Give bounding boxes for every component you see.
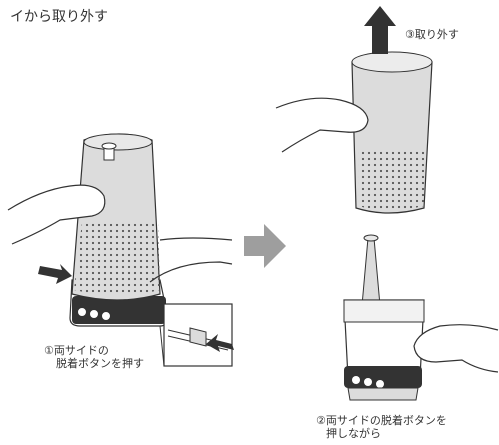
step3-caption: ③取り外す (405, 28, 459, 41)
hand-icon (413, 324, 499, 373)
speaker-icon (351, 51, 433, 214)
press-arrow-icon (38, 264, 72, 284)
step2-caption-line2: 押しながら (326, 427, 381, 440)
hand-icon (275, 97, 369, 153)
arrow-right-icon (244, 224, 286, 268)
stand-icon (343, 234, 425, 401)
release-button-icon (163, 303, 234, 367)
speaker-icon (69, 133, 169, 327)
step2-caption-line1: ②両サイドの脱着ボタンを (316, 414, 447, 427)
arrow-up-icon (364, 6, 396, 54)
step1-caption-line2: 脱着ボタンを押す (56, 357, 144, 370)
hand-icon (7, 184, 106, 245)
hand-icon (149, 237, 233, 283)
section-heading: イから取り外す (10, 9, 108, 25)
step1-caption-line1: ①両サイドの (44, 344, 109, 357)
